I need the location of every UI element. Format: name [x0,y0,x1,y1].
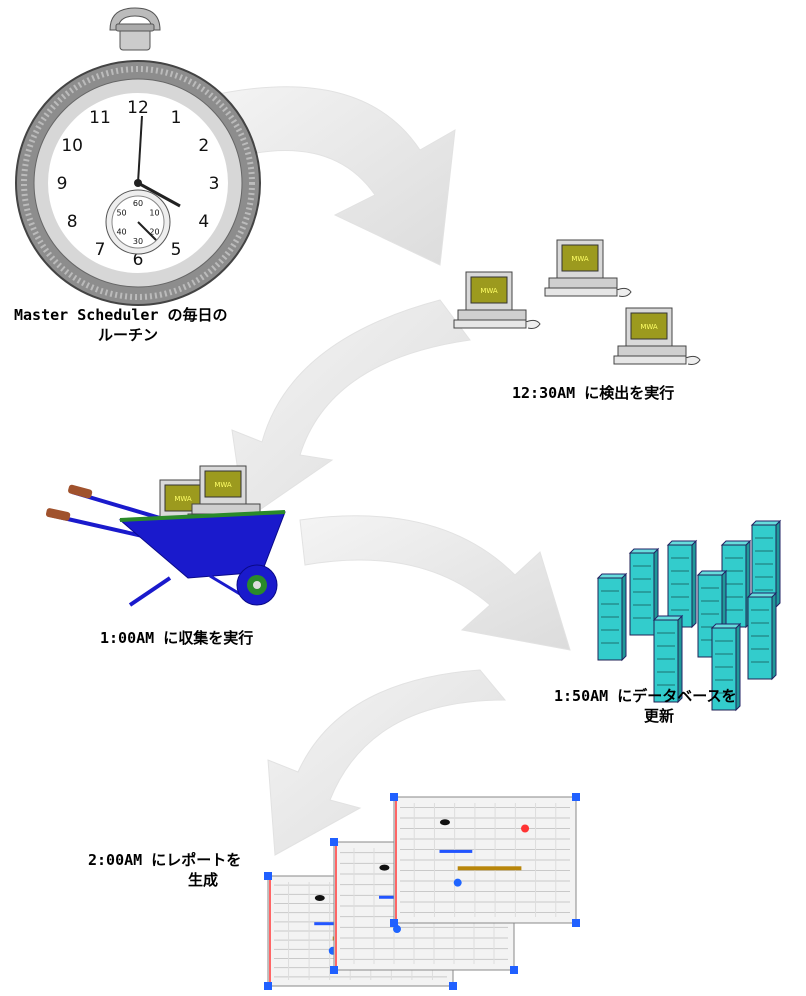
computer-icon: MWA [453,271,541,329]
database-servers [596,519,782,712]
arrow-2 [231,299,471,521]
report-sheets [264,793,580,990]
step-label-report: 2:00AM にレポートを 生成 [88,850,241,890]
clock-number: 3 [209,174,220,194]
step-label-routine: Master Scheduler の毎日の ルーチン [14,305,228,345]
clock-number: 10 [61,136,83,156]
clock-number: 2 [198,136,209,156]
server-icon [628,547,660,637]
clock-number: 6 [133,250,144,270]
monitor-label: MWA [480,287,498,295]
routine-line-1: Master Scheduler の毎日の [14,306,228,324]
computer-icon: MWA [613,307,701,365]
server-icon [710,622,742,712]
server-icon [596,572,628,662]
collect-line-1: 1:00AM に収集を実行 [100,629,254,647]
routine-line-2: ルーチン [98,326,159,344]
server-icon [652,614,684,704]
clock-number: 9 [57,174,68,194]
arrow-1 [199,86,456,266]
monitor-label: MWA [174,495,192,503]
report-line-2: 生成 [188,871,219,889]
report-line-1: 2:00AM にレポートを [88,851,242,869]
arrow-4 [267,669,507,856]
server-icon [666,539,698,629]
clock-number: 8 [67,212,78,232]
subdial-number: 30 [133,237,143,246]
subdial-number: 50 [116,209,126,218]
clock-number: 7 [95,240,106,260]
wheelbarrow-icon [45,484,286,607]
subdial-number: 20 [149,228,159,237]
clock-number: 12 [127,98,149,118]
monitor-label: MWA [214,481,232,489]
clock-number: 1 [171,108,182,128]
server-icon [746,591,778,681]
update-line-1: 1:50AM にデータベースを [554,687,737,705]
subdial-number: 40 [116,228,126,237]
step-label-update: 1:50AM にデータベースを 更新 [554,686,736,726]
arrow-3 [299,515,571,651]
computer-icon: MWA [544,239,632,297]
monitor-label: MWA [640,323,658,331]
step-label-collect: 1:00AM に収集を実行 [100,628,253,648]
clock-number: 11 [89,108,111,128]
subdial-number: 60 [133,199,143,208]
discover-line-1: 12:30AM に検出を実行 [512,384,675,402]
subdial-number: 10 [149,209,159,218]
step-label-discover: 12:30AM に検出を実行 [512,383,674,403]
clock-number: 4 [198,212,209,232]
report-sheet [390,793,580,927]
clock-number: 5 [171,240,182,260]
monitor-label: MWA [571,255,589,263]
subdial-numbers: 10 20 30 40 50 60 [116,199,159,246]
update-line-2: 更新 [644,707,675,725]
